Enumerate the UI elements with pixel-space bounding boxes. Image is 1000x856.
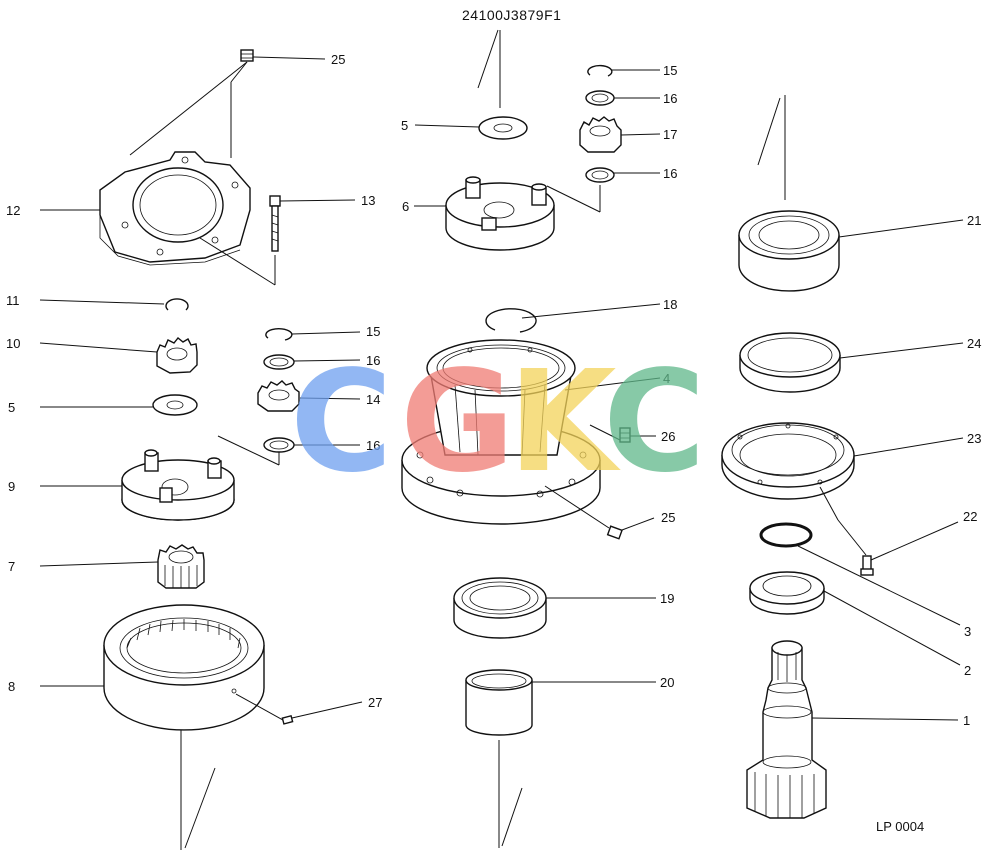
part-24-seal [739, 332, 964, 393]
callout-5-top: 5 [401, 118, 408, 133]
watermark-letter-3: K [508, 341, 621, 504]
drawing-number: LP 0004 [876, 819, 924, 834]
watermark-letter-1: C [290, 341, 393, 504]
part-13-long-bolt [199, 195, 356, 286]
callout-22: 22 [963, 509, 977, 524]
assembly-number: 24100J3879F1 [462, 7, 561, 23]
callout-15-top: 15 [663, 63, 677, 78]
callout-18: 18 [663, 297, 677, 312]
title-arrows [477, 29, 501, 108]
callout-20: 20 [660, 675, 674, 690]
callout-24: 24 [967, 336, 981, 351]
callout-23: 23 [967, 431, 981, 446]
callout-12: 12 [6, 203, 20, 218]
callout-15-mid: 15 [366, 324, 380, 339]
callout-1: 1 [963, 713, 970, 728]
callout-9: 9 [8, 479, 15, 494]
part-6-carrier [414, 176, 601, 251]
callout-3: 3 [964, 624, 971, 639]
part-5-washer-top [414, 116, 528, 140]
part-5-washer-left [40, 394, 198, 416]
callout-16-top-b: 16 [663, 166, 677, 181]
callout-19: 19 [660, 591, 674, 606]
part-14-gear [257, 380, 361, 412]
watermark-letter-4: C [603, 341, 706, 504]
callout-16-mid-b: 16 [366, 438, 380, 453]
callout-16-top-a: 16 [663, 91, 677, 106]
callout-5-left: 5 [8, 400, 15, 415]
watermark-letter-2: G [400, 341, 515, 504]
part-8-ring-gear [40, 604, 265, 850]
callout-26: 26 [661, 429, 675, 444]
part-16-washer-mid-b [217, 435, 360, 466]
part-26-plug [589, 424, 656, 443]
callout-27: 27 [368, 695, 382, 710]
callout-25-top: 25 [331, 52, 345, 67]
callout-11: 11 [6, 293, 20, 308]
part-4-main-housing [401, 339, 661, 525]
part-25-lower-plug [544, 485, 655, 540]
callout-16-mid-a: 16 [366, 353, 380, 368]
part-3-o-ring [759, 522, 961, 626]
part-2-oil-seal [749, 571, 961, 666]
callout-10: 10 [6, 336, 20, 351]
part-27-set-screw [235, 693, 363, 725]
part-23-cover-flange [721, 422, 964, 556]
callout-13: 13 [361, 193, 375, 208]
callout-17: 17 [663, 127, 677, 142]
callout-25-lower: 25 [661, 510, 675, 525]
callout-6: 6 [402, 199, 409, 214]
callout-4: 4 [663, 371, 670, 386]
part-15-snap-ring-top [587, 64, 660, 77]
part-12-flange-housing [40, 151, 251, 266]
part-19-bearing [453, 577, 656, 639]
part-1-pinion-shaft [746, 640, 959, 819]
part-22-bolt [860, 521, 959, 576]
part-16-washer-mid-a [263, 354, 361, 370]
callout-2: 2 [964, 663, 971, 678]
part-16-washer-top-a [585, 90, 660, 106]
part-15-snap-ring-mid [265, 328, 361, 341]
part-17-gear [579, 116, 661, 153]
callout-8: 8 [8, 679, 15, 694]
callout-14: 14 [366, 392, 380, 407]
part-25-top-plug [129, 49, 326, 158]
callout-21: 21 [967, 213, 981, 228]
part-21-roller-bearing [738, 210, 964, 292]
part-7-gear [39, 544, 205, 589]
part-16-washer-top-b [585, 167, 660, 183]
part-9-carrier [40, 449, 235, 521]
part-11-snap-ring [39, 298, 189, 311]
callout-7: 7 [8, 559, 15, 574]
part-20-bushing [465, 669, 656, 848]
right-arrows [757, 95, 786, 200]
watermark-logo: C G K C [290, 341, 706, 504]
part-10-gear [39, 337, 198, 374]
part-18-snap-ring [485, 303, 661, 333]
